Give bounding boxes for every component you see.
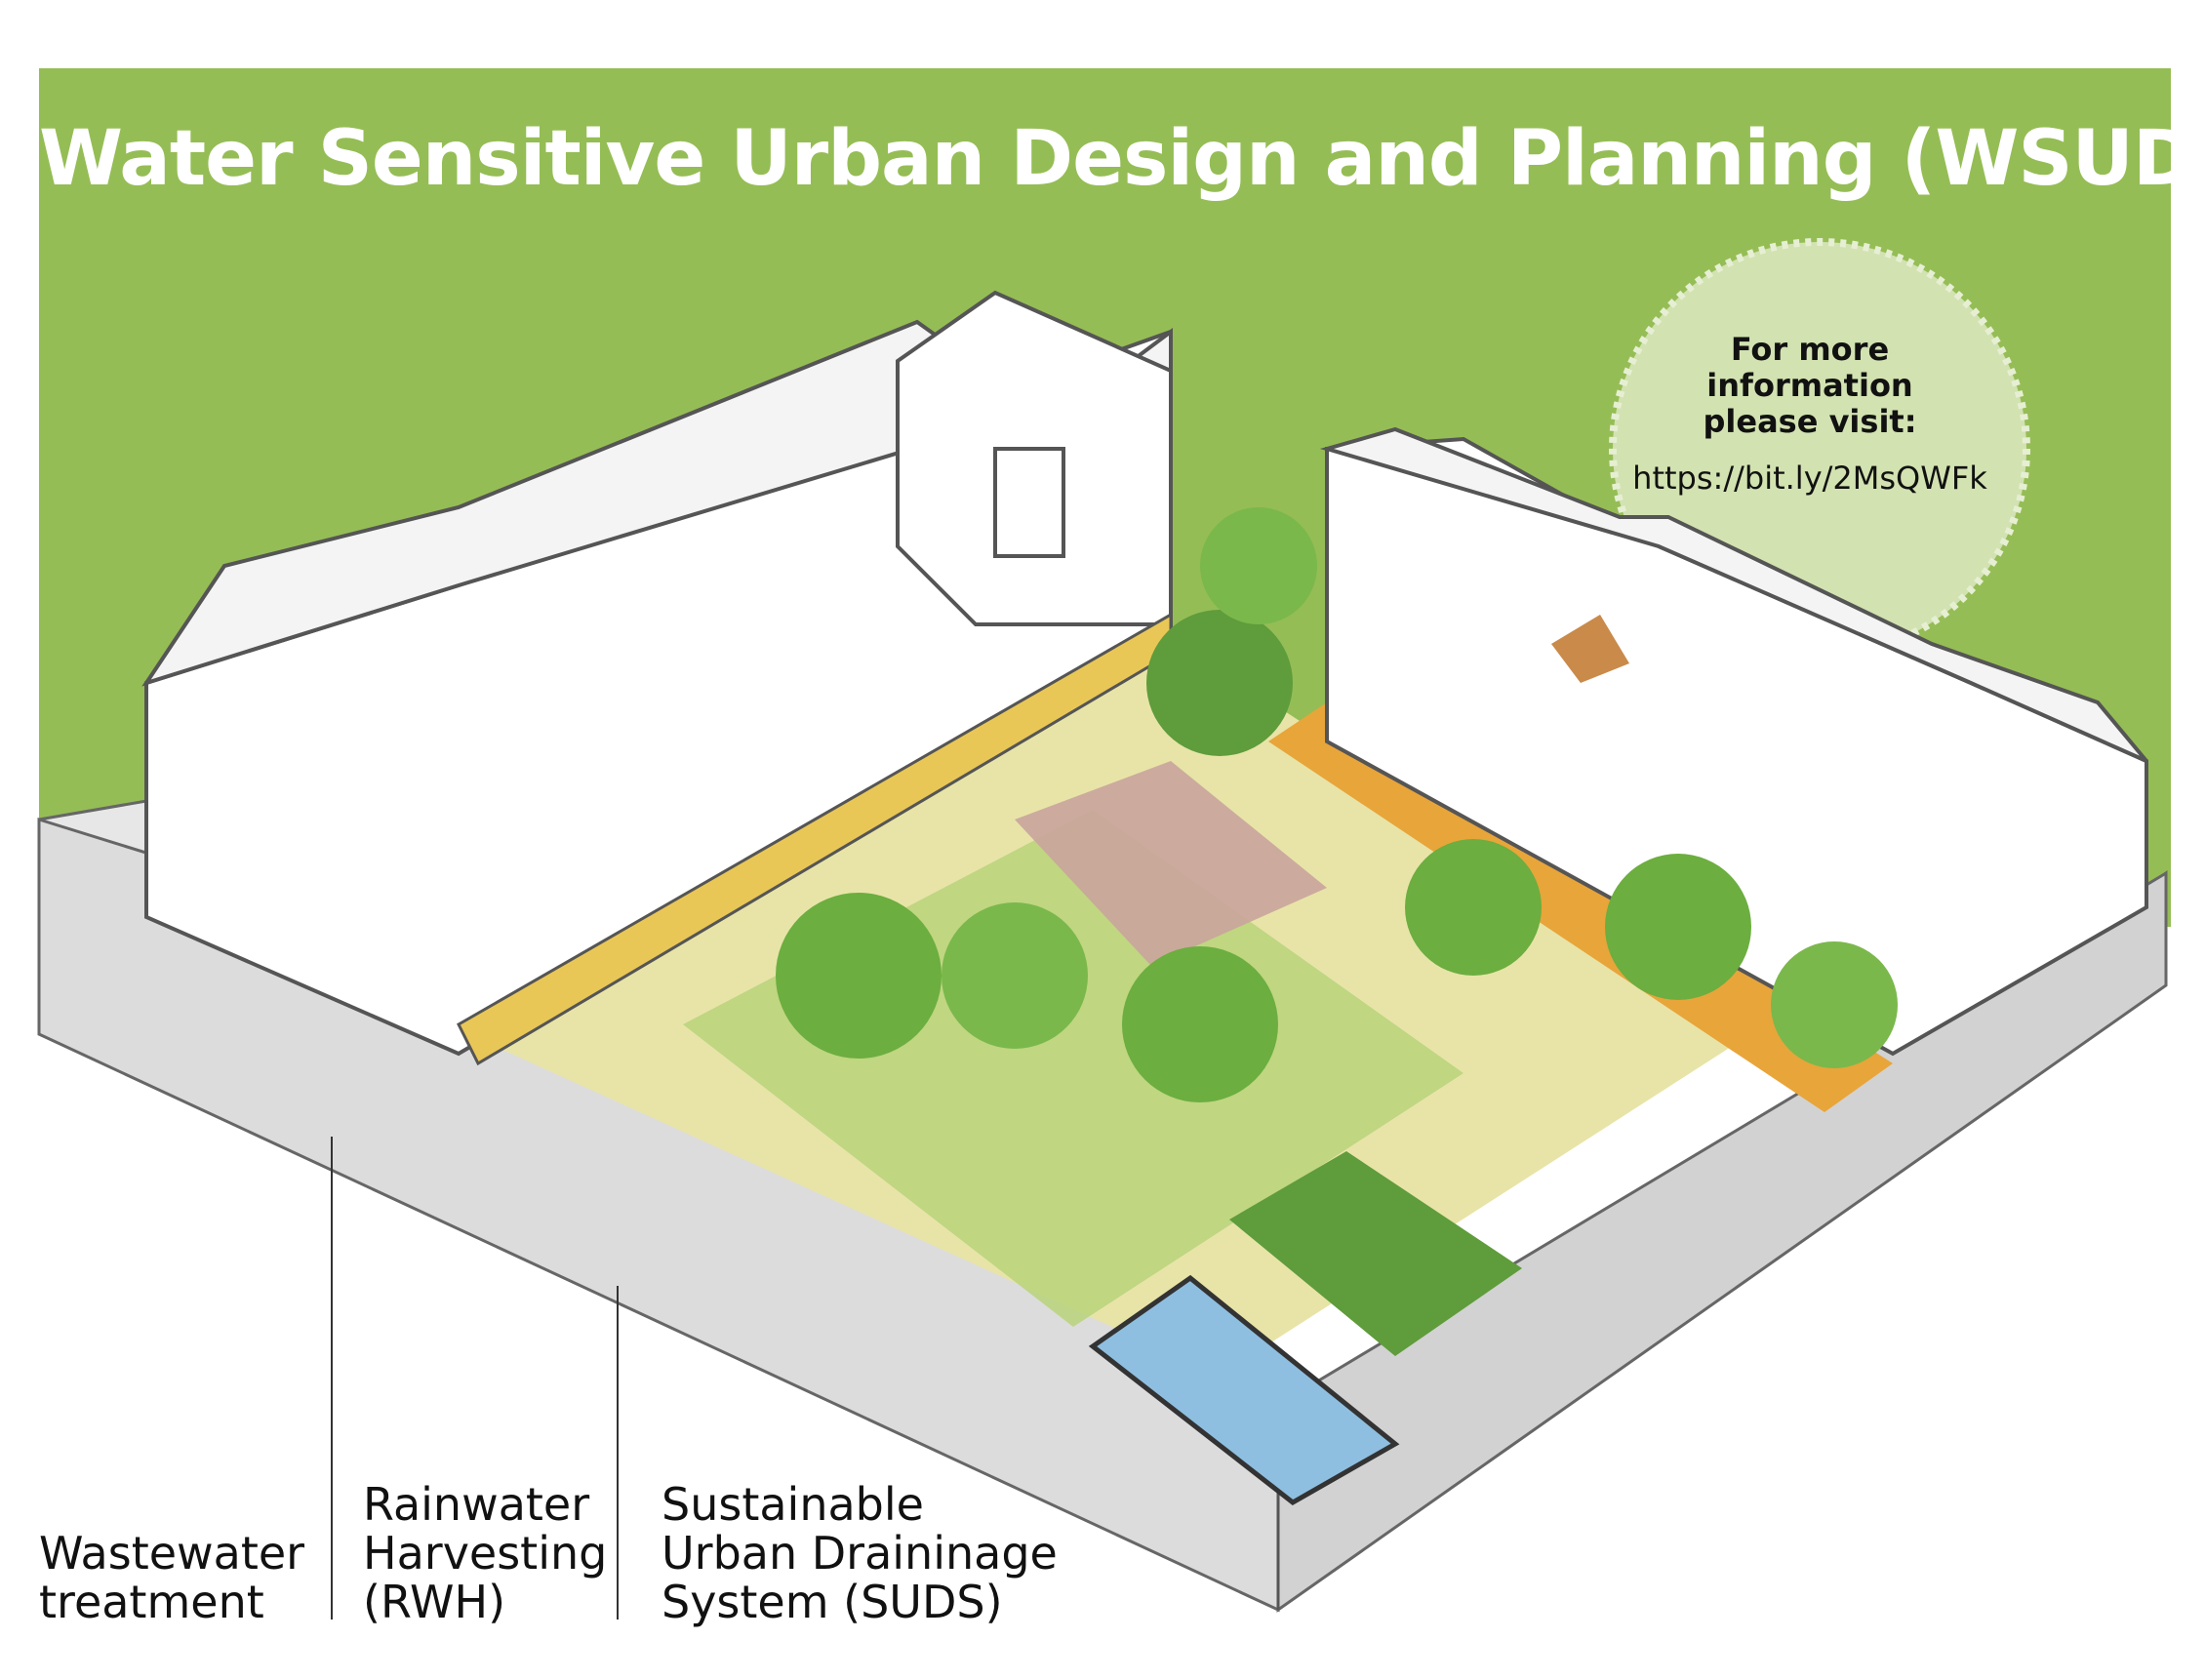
tree [776,893,942,1059]
info-line: For more [1730,331,1890,368]
info-line: please visit: [1703,403,1917,440]
roof-solar-accent [1551,615,1629,683]
tree [1200,507,1317,624]
info-badge: For more information please visit: https… [1585,332,2034,498]
pond-reeds [1229,1151,1522,1356]
pond [1088,1274,1400,1506]
label-rainwater-harvesting: Rainwater Harvesting (RWH) [363,1480,607,1626]
tree [1146,610,1293,756]
info-badge-text: For more information please visit: [1585,332,2034,440]
tree [1405,839,1542,976]
label-line: System (SUDS) [662,1576,1003,1628]
orange-promenade [1268,702,1893,1112]
label-line: Rainwater [363,1478,590,1531]
label-suds: Sustainable Urban Draininage System (SUD… [662,1480,1058,1626]
right-buildings-roof [1319,426,2148,763]
info-url-link[interactable]: https://bit.ly/2MsQWFk [1632,460,1987,497]
page-title: Water Sensitive Urban Design and Plannin… [39,115,2205,203]
label-wastewater-treatment: Wastewater treatment [39,1529,304,1626]
label-line: treatment [39,1576,264,1628]
label-line: Sustainable [662,1478,924,1531]
info-line: information [1706,367,1913,404]
tower-window [993,447,1065,558]
label-line: (RWH) [363,1576,506,1628]
tree [1771,941,1898,1068]
tree [942,902,1088,1049]
plaza-gravel [1015,761,1327,966]
label-line: Wastewater [39,1527,305,1580]
tree [1605,854,1751,1000]
label-line: Harvesting [363,1527,608,1580]
tree [1122,946,1278,1102]
label-line: Urban Draininage [662,1527,1058,1580]
